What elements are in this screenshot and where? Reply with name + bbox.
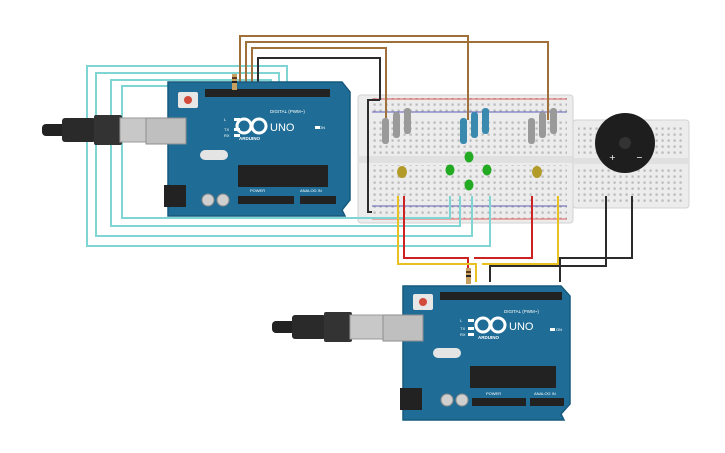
resistors-gray-right bbox=[528, 108, 557, 144]
usb-cable-bottom bbox=[272, 312, 389, 342]
brown-wires bbox=[239, 35, 549, 120]
buzzer-black-wires bbox=[489, 196, 633, 282]
led-l-label-bottom: L bbox=[460, 318, 463, 323]
black-wires bbox=[257, 57, 381, 213]
arduino-uno-bottom: UNO ARDUINO DIGITAL (PWM~) POWER ANALOG … bbox=[272, 285, 571, 421]
led-tx-label-bottom: TX bbox=[460, 326, 465, 331]
buzzer-minus-label: − bbox=[636, 153, 643, 162]
arduino-uno-top: UNO ARDUINO DIGITAL (PWM~) POWER ANALOG … bbox=[42, 81, 351, 217]
power-label-top: POWER bbox=[250, 188, 265, 193]
piezo-buzzer: + − bbox=[595, 113, 655, 173]
power-label-bottom: POWER bbox=[486, 391, 501, 396]
digital-label-bottom: DIGITAL (PWM~) bbox=[504, 309, 539, 314]
model-label-bottom: UNO bbox=[509, 321, 534, 333]
led-rx-label-bottom: RX bbox=[460, 332, 466, 337]
on-label-top: ON bbox=[319, 125, 325, 130]
usb-cable-top bbox=[42, 115, 157, 145]
model-label-top: UNO bbox=[270, 122, 295, 134]
digital-label-top: DIGITAL (PWM~) bbox=[270, 109, 305, 114]
led-yellow-right bbox=[532, 166, 542, 178]
led-green-group bbox=[445, 151, 492, 191]
resistors-gray-left bbox=[382, 108, 411, 144]
led-l-label-top: L bbox=[224, 117, 227, 122]
resistor-bottom-header bbox=[466, 268, 471, 284]
on-label-bottom: ON bbox=[556, 327, 562, 332]
resistors-blue-middle bbox=[460, 108, 489, 144]
analog-label-top: ANALOG IN bbox=[300, 188, 322, 193]
arduino-logo-top bbox=[235, 117, 268, 135]
arduino-logo-bottom bbox=[474, 316, 507, 334]
brand-label-bottom: ARDUINO bbox=[478, 335, 499, 340]
resistor-top-header bbox=[232, 74, 237, 90]
brand-label-top: ARDUINO bbox=[239, 136, 260, 141]
led-rx-label-top: RX bbox=[224, 133, 230, 138]
led-yellow-left bbox=[397, 166, 407, 178]
analog-label-bottom: ANALOG IN bbox=[534, 391, 556, 396]
buzzer-plus-label: + bbox=[609, 153, 616, 162]
led-tx-label-top: TX bbox=[224, 127, 229, 132]
yellow-wires bbox=[397, 196, 559, 282]
